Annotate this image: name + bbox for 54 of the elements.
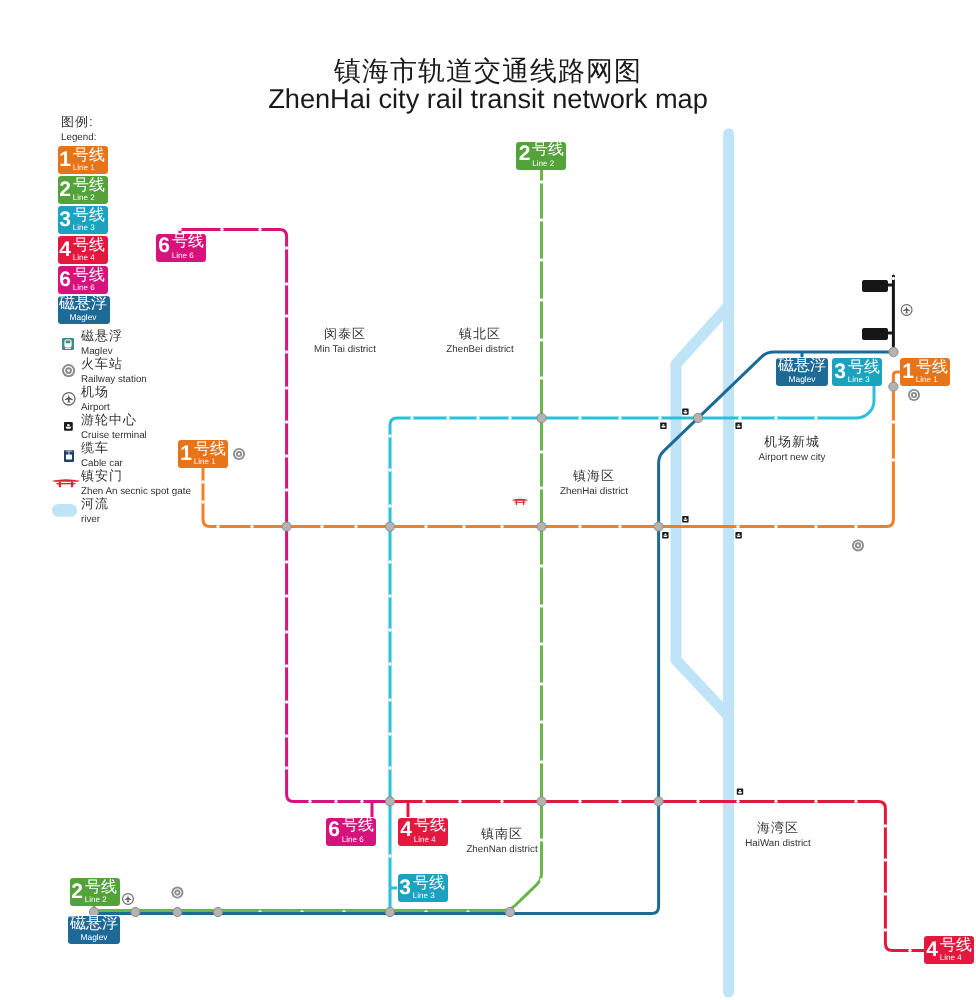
line-number: 1 [902, 361, 914, 383]
line-number: 2 [518, 144, 531, 166]
metro-line [201, 370, 901, 529]
map-title: 镇海市轨道交通线路网图 ZhenHai city rail transit network map [266, 58, 710, 116]
line-badge [776, 358, 828, 386]
line-label: 号线 [72, 207, 105, 224]
line-badge [398, 817, 448, 845]
metro-line [888, 274, 895, 348]
line-badge [68, 916, 120, 944]
metro-line [92, 169, 543, 912]
line-badge [326, 817, 376, 845]
sign-plate [862, 279, 888, 291]
line-badge [178, 440, 228, 468]
line-number: 4 [59, 239, 71, 261]
line-label: 号线 [72, 237, 105, 254]
line-badge [924, 936, 974, 965]
line-label: 号线 [939, 937, 972, 954]
line-number: 1 [180, 443, 192, 465]
line-badge [832, 358, 882, 386]
line-label: 号线 [532, 142, 565, 160]
line-label: 号线 [84, 879, 117, 896]
line-number: 6 [328, 820, 340, 842]
line-badge [57, 266, 107, 294]
line-number: 1 [59, 149, 71, 171]
line-badge [57, 176, 107, 204]
line-number: 4 [400, 820, 412, 842]
line-number: 3 [399, 877, 411, 899]
line-label: 号线 [341, 818, 374, 836]
line-number: 2 [59, 179, 71, 201]
line-number: 3 [59, 209, 71, 231]
line-label: 号线 [412, 875, 445, 892]
line-number: 6 [158, 236, 170, 258]
line-label: 号线 [72, 267, 105, 284]
line-label: 号线 [72, 147, 105, 164]
line-badge [57, 236, 107, 264]
line-number: 2 [71, 881, 83, 903]
line-label: 号线 [915, 359, 948, 376]
line-badge [57, 146, 107, 174]
line-badge [397, 874, 447, 902]
line-label: 号线 [171, 234, 204, 252]
line-label: 号线 [72, 177, 105, 194]
line-label: 号线 [847, 359, 880, 376]
line-badge [156, 233, 206, 261]
line-badge [900, 358, 950, 386]
line-badge [57, 206, 107, 234]
line-number: 3 [834, 361, 846, 383]
line-badge [69, 878, 119, 906]
line-number: 6 [59, 269, 71, 291]
line-number: 4 [926, 939, 938, 961]
line-label: 号线 [193, 441, 226, 458]
line-badge [57, 296, 109, 324]
sign-plate [862, 327, 888, 339]
line-badge [516, 141, 567, 169]
line-label: 号线 [413, 818, 446, 836]
